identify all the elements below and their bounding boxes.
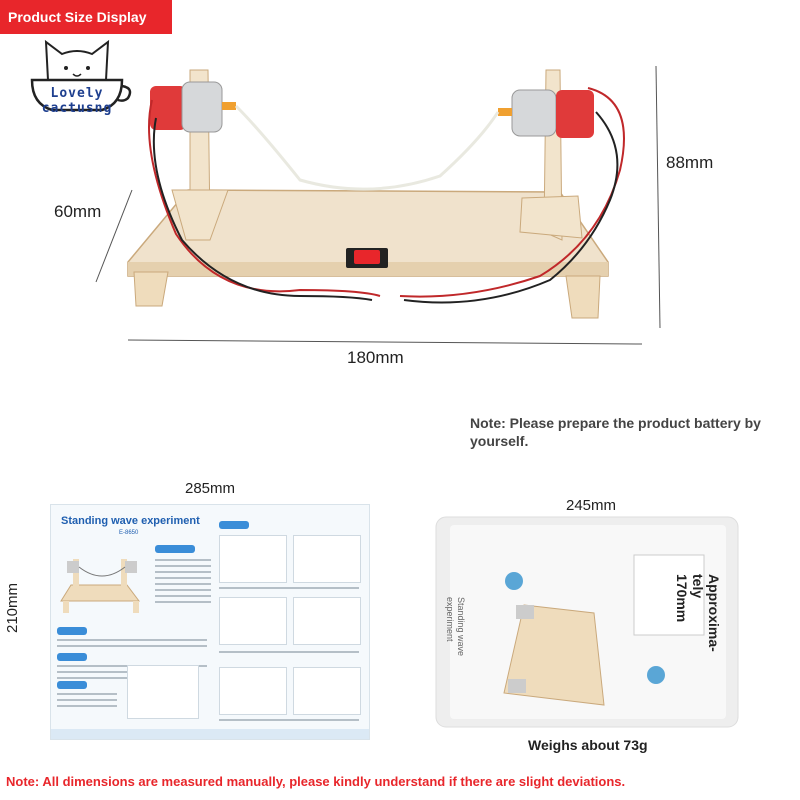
logo-line1: Lovely [50,86,104,101]
depth-dimension-line [95,189,133,283]
length-dimension-line [127,339,643,345]
package-height-label: Approxima-tely 170mm [674,574,722,652]
base-edge [128,262,608,276]
cat-in-cup-logo-icon [30,39,132,112]
height-dimension-line [655,65,661,329]
battery-note: Note: Please prepare the product battery… [470,415,761,449]
manual-code: E-8650 [119,530,139,536]
manual-product-image [60,559,140,613]
manual-height-label: 210mm [4,582,21,633]
motor-left-body [181,81,223,133]
logo-line2: cactusng [41,101,113,116]
manual-width-label: 285mm [185,480,236,497]
leg-left [133,271,169,307]
depth-dimension-label: 60mm [54,202,102,221]
instruction-manual: Standing wave experiment E-8650 [50,504,370,740]
height-dimension-label: 88mm [666,153,714,172]
length-dimension-label: 180mm [347,348,404,367]
manual-title: Standing wave experiment [61,515,200,527]
disclaimer-note: Note: All dimensions are measured manual… [6,774,626,789]
packaged-kit-image [435,516,739,728]
product-illustration [95,65,661,345]
package-width-label: 245mm [566,497,617,514]
motor-right-cap [556,90,594,138]
product-size-banner: Product Size Display [0,0,172,34]
logo-text: Lovely cactusng [18,86,136,116]
motor-left-cap [150,86,186,130]
leg-right [565,275,601,319]
manual-section-tag [155,545,195,553]
package-side-text: Standing wave experiment [445,597,466,657]
weight-label: Weighs about 73g [528,737,648,753]
string [234,104,500,191]
motor-right-body [511,89,557,137]
